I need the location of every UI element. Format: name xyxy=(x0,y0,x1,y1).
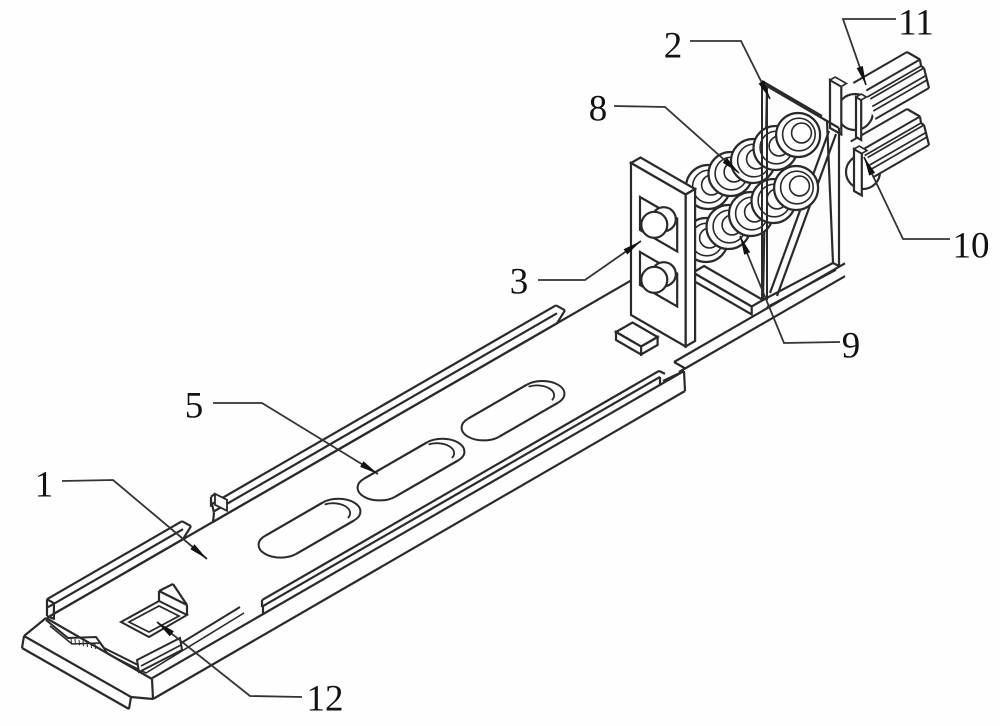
svg-text:12: 12 xyxy=(307,679,344,720)
svg-text:10: 10 xyxy=(953,226,990,267)
svg-text:3: 3 xyxy=(510,262,529,303)
svg-text:1: 1 xyxy=(35,465,54,506)
svg-text:8: 8 xyxy=(589,89,608,130)
svg-text:5: 5 xyxy=(185,386,204,427)
svg-text:11: 11 xyxy=(898,3,934,44)
svg-text:2: 2 xyxy=(664,26,683,67)
svg-text:9: 9 xyxy=(842,326,861,367)
